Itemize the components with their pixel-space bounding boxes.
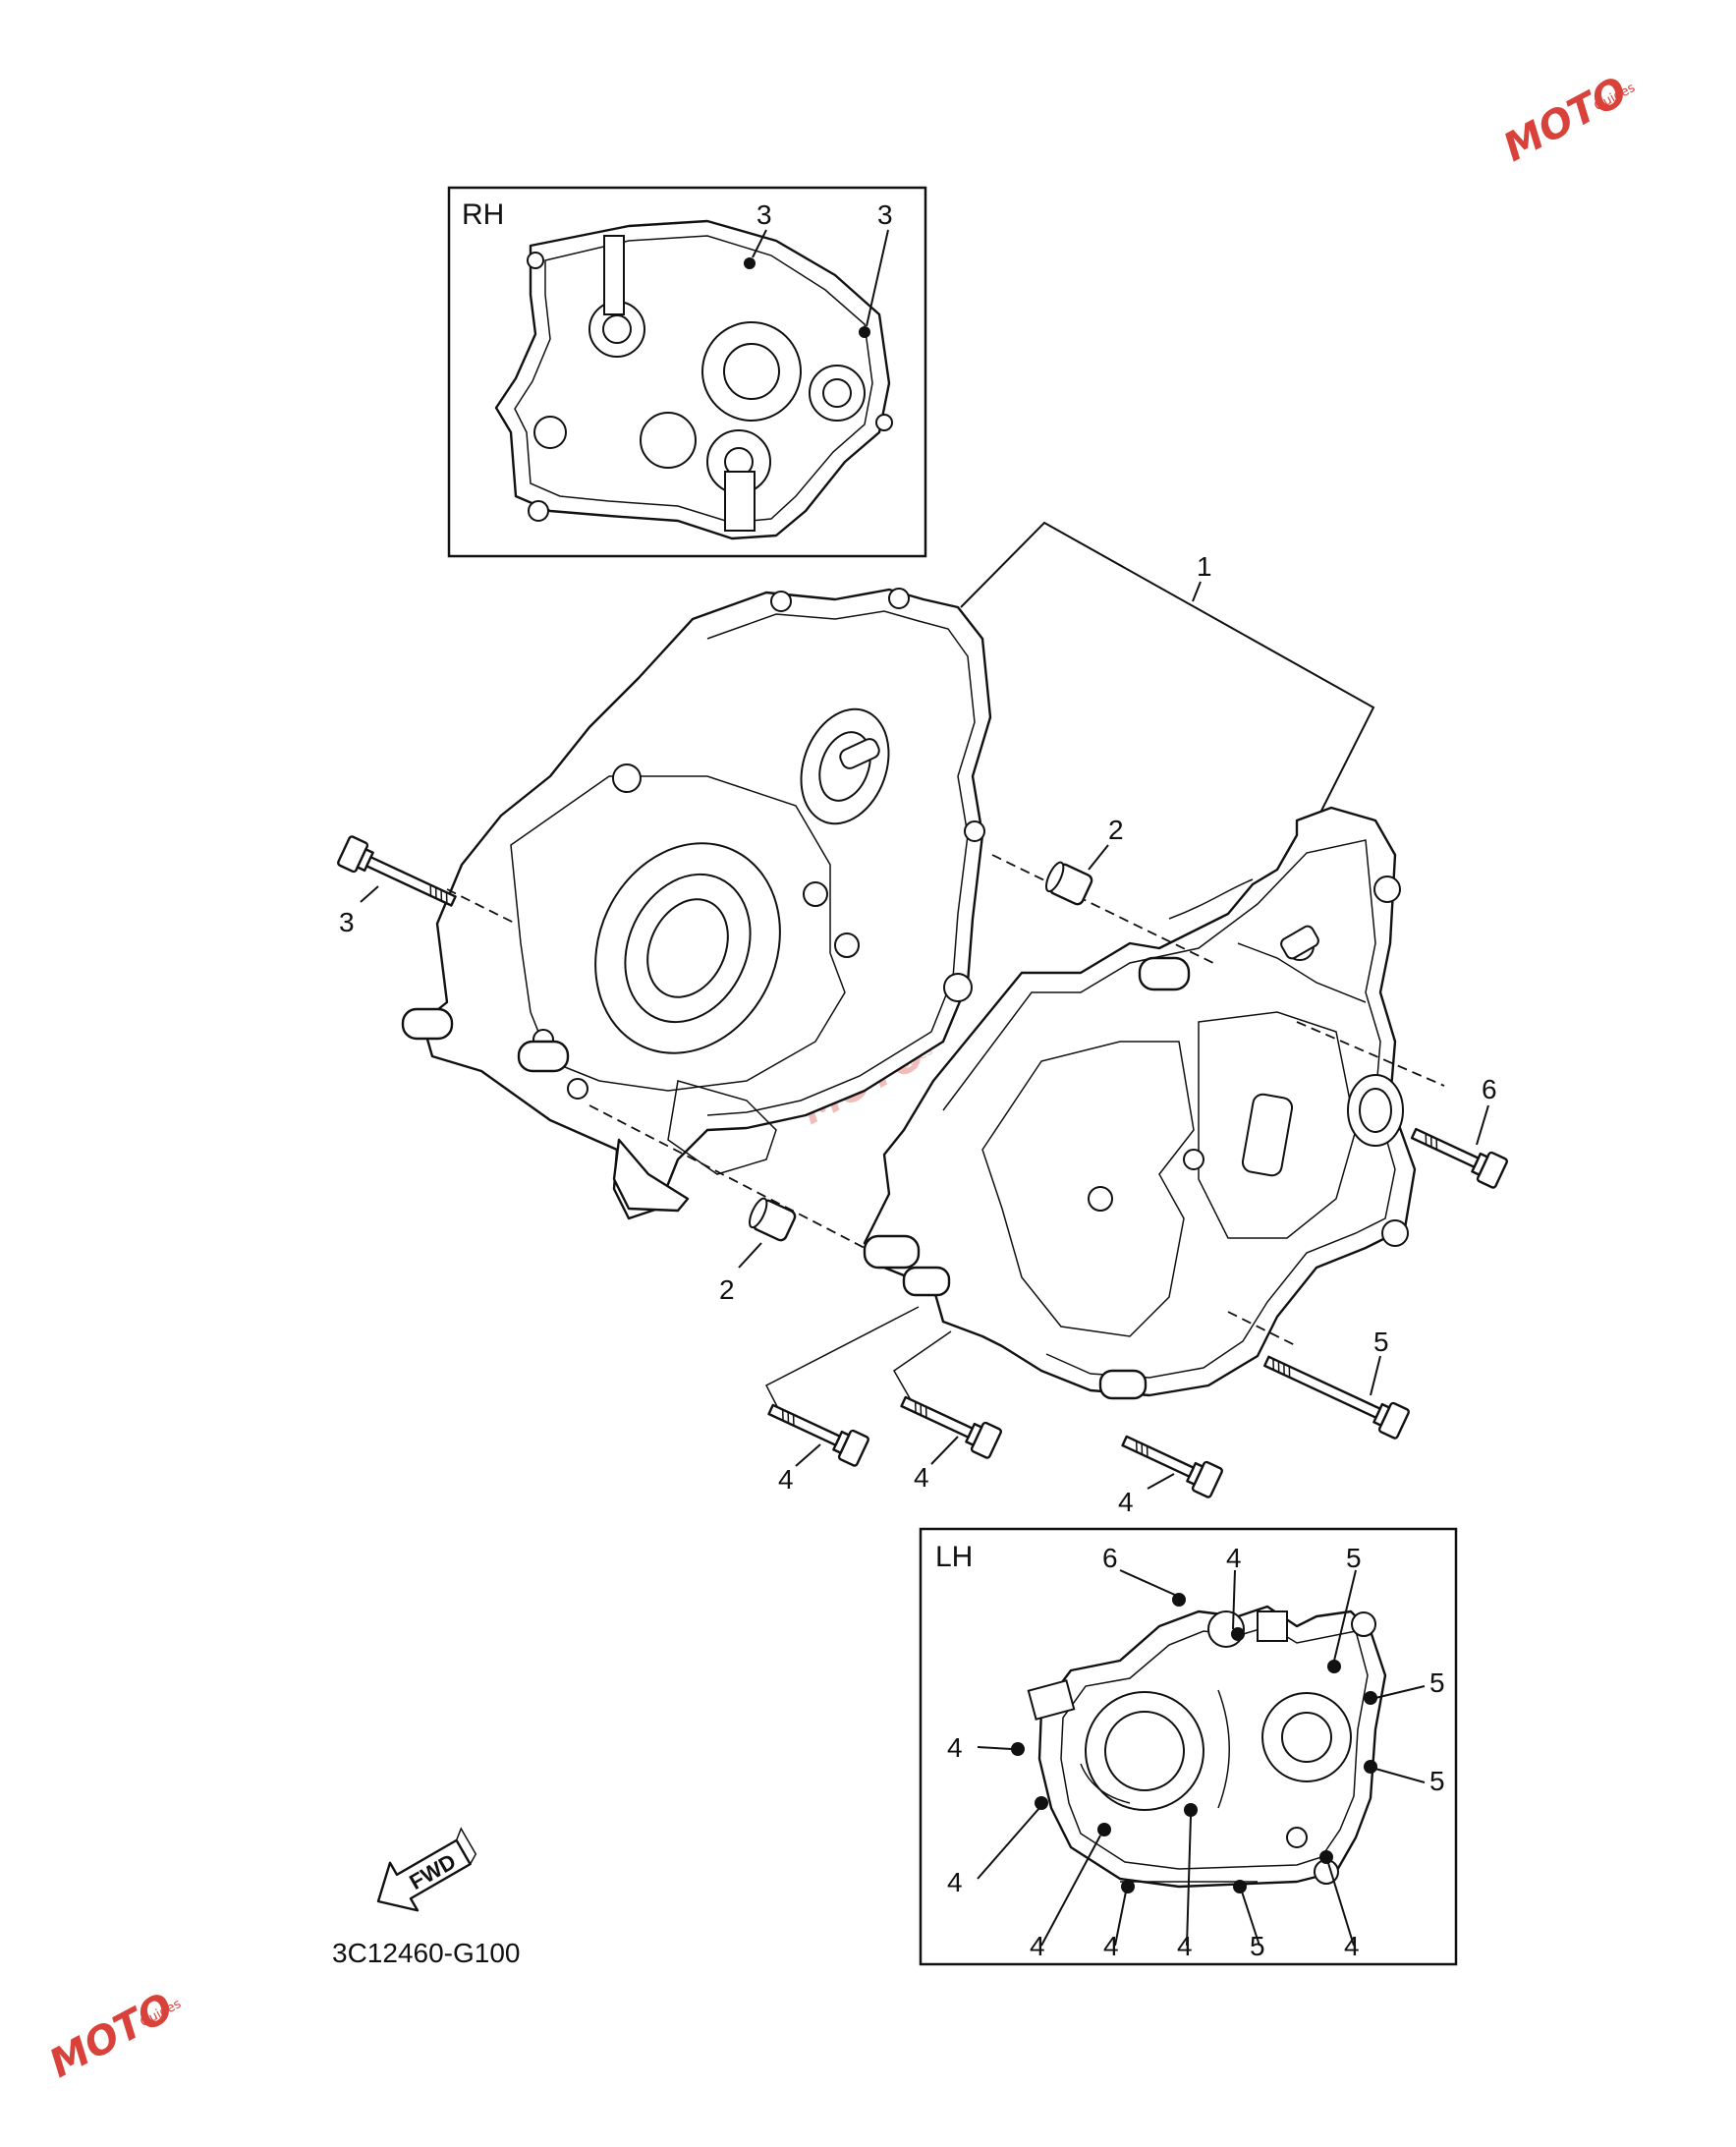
- assembly-line-bolt5: [1227, 1311, 1298, 1347]
- svg-text:MOTO: MOTO: [42, 1985, 181, 2087]
- inset-lh-title: LH: [935, 1541, 973, 1573]
- diagram-code: 3C12460-G100: [332, 1938, 520, 1968]
- callout-1-leader: 1: [960, 521, 1375, 821]
- bolt-4b: [900, 1395, 1002, 1459]
- dowel-lower: [749, 1197, 797, 1242]
- lh-callout-4: 5: [1429, 1667, 1445, 1698]
- assembly-line-dowel-upper: [991, 854, 1214, 964]
- rh-crankcase-outline: [494, 219, 891, 540]
- watermark-top-right: MOTO Guides: [1496, 69, 1638, 171]
- fwd-arrow-icon: FWD: [376, 1827, 477, 1912]
- callout-dowel-lower: 2: [719, 1274, 735, 1305]
- lh-callout-2: 4: [1226, 1543, 1242, 1573]
- bolt-6: [1410, 1127, 1508, 1189]
- callout-bolt-b: 4: [914, 1462, 929, 1493]
- lh-callout-10: 4: [1177, 1931, 1193, 1961]
- watermark-bottom-left: MOTO Guides: [42, 1985, 184, 2087]
- callout-bolt-left: 3: [339, 907, 355, 937]
- rh-callout-3a: 3: [756, 199, 772, 230]
- lh-callout-7: 4: [947, 1867, 963, 1897]
- callout-bolt-long-right: 5: [1373, 1327, 1389, 1357]
- callout-crankcase: 1: [1197, 551, 1212, 582]
- rh-bolt-point-1: [744, 257, 756, 269]
- left-crankcase-half: [863, 806, 1417, 1400]
- dowel-upper: [1045, 861, 1093, 906]
- assembly-line-dowel-lower: [588, 1104, 866, 1249]
- callout-bolt-right: 6: [1482, 1074, 1497, 1104]
- rh-bolt-point-2: [859, 326, 870, 338]
- bolt-4c: [1121, 1435, 1223, 1498]
- lh-callout-5: 5: [1429, 1766, 1445, 1796]
- lh-callout-12: 4: [1344, 1931, 1360, 1961]
- assembly-line-bolt3: [446, 888, 517, 925]
- bolt-5-long: [1263, 1355, 1410, 1440]
- inset-lh: LH: [919, 1527, 1458, 1966]
- lh-callout-8: 4: [1030, 1931, 1045, 1961]
- assembly-line-bolt4b: [893, 1330, 952, 1406]
- callout-bolt-a: 4: [778, 1464, 794, 1495]
- lh-callout-6: 4: [947, 1732, 963, 1763]
- lh-callout-11: 5: [1250, 1931, 1265, 1961]
- inset-rh-title: RH: [462, 198, 504, 231]
- callout-bolt-c: 4: [1118, 1487, 1134, 1517]
- svg-text:MOTO: MOTO: [1496, 69, 1635, 171]
- inset-rh: RH 3 3: [447, 186, 927, 558]
- assembly-line-bolt6: [1296, 1021, 1445, 1087]
- callout-dowel-upper: 2: [1108, 815, 1124, 845]
- bolt-3: [337, 835, 457, 907]
- right-crankcase-half: [401, 588, 992, 1220]
- rh-callout-3b: 3: [877, 199, 893, 230]
- lh-callout-3: 5: [1346, 1543, 1362, 1573]
- assembly-line-bolt4a: [764, 1306, 920, 1421]
- lh-callout-1: 6: [1102, 1543, 1118, 1573]
- bolt-4a: [767, 1403, 869, 1467]
- lh-callout-9: 4: [1103, 1931, 1119, 1961]
